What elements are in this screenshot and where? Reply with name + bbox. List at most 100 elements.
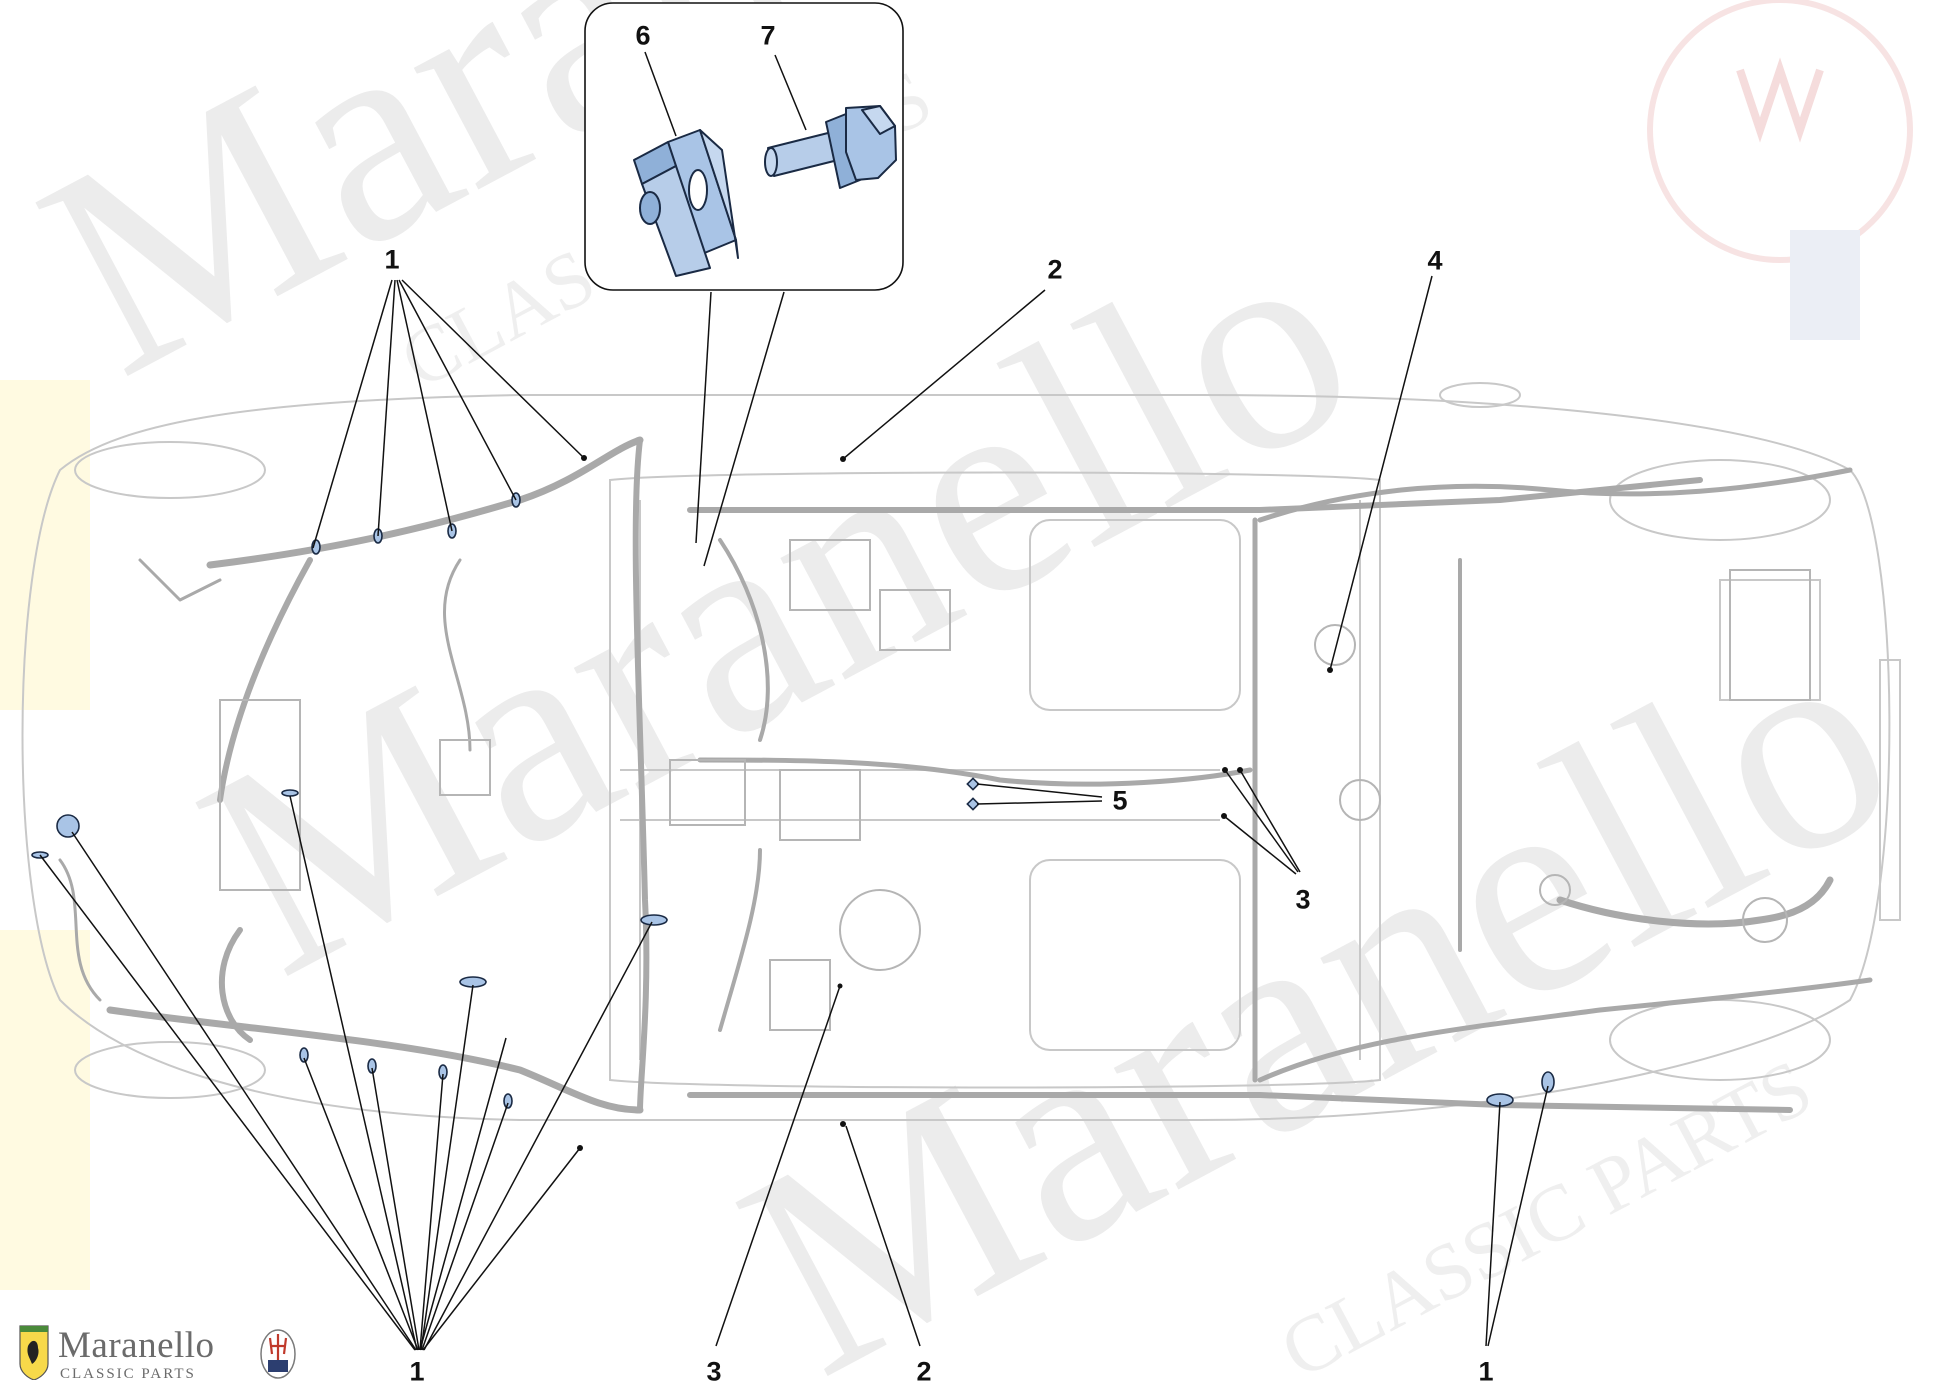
leader-1-bl-j	[423, 921, 653, 1351]
brand-logo: Maranello CLASSIC PARTS	[18, 1322, 308, 1382]
center-console-module	[779, 769, 861, 841]
grommet-marker-large	[56, 814, 80, 838]
grommet-marker-rear-2	[1541, 1071, 1555, 1093]
dot-3-b	[1237, 767, 1243, 773]
front-right-wheel-arch	[74, 1041, 266, 1099]
harness-sill-right	[687, 1092, 1793, 1113]
leader-1-bl-b	[71, 831, 417, 1351]
leader-inset-right	[703, 291, 785, 567]
inset-detail-box	[584, 2, 904, 291]
dash-module	[669, 759, 746, 826]
leader-3-right-c	[1223, 815, 1297, 875]
callout-5: 5	[1112, 785, 1128, 816]
leader-1-bl-e	[371, 1067, 420, 1351]
harness-components	[219, 539, 1811, 1031]
callout-1-bottom-right: 1	[1478, 1356, 1494, 1387]
left-mirror	[1439, 382, 1521, 408]
harness-front-bottom-loop	[218, 927, 253, 1043]
clip-side	[641, 165, 711, 277]
harness-cabin-right	[718, 848, 762, 1032]
rear-left-wheel-arch	[1609, 459, 1831, 541]
cabin-outline	[609, 471, 1381, 1089]
rear-grommet-3	[1742, 897, 1788, 943]
leader-1-top-b	[377, 279, 396, 537]
leader-5-a	[976, 783, 1103, 798]
logo-brand-text: Maranello	[58, 1325, 215, 1366]
clip-marker-lower-4	[503, 1093, 513, 1109]
callout-4: 4	[1427, 245, 1443, 276]
callout-7: 7	[760, 20, 776, 51]
leader-3-bottom	[715, 985, 841, 1347]
leader-1-bl-g	[420, 984, 474, 1351]
wiring-harness	[58, 436, 1873, 1114]
pedal-box	[769, 959, 831, 1031]
leader-1-top-e	[401, 279, 585, 459]
logo-sub-text: CLASSIC PARTS	[60, 1366, 196, 1382]
rear-grommet-2	[1339, 779, 1381, 821]
leader-2-top	[842, 289, 1046, 460]
part-6-clip-nut	[633, 129, 739, 277]
callout-3-bottom: 3	[706, 1356, 722, 1387]
watermark-yellow-shield-bottom	[0, 930, 90, 1290]
harness-cabin-left	[718, 538, 770, 742]
harness-front-crossover	[217, 557, 313, 803]
clip-hole	[688, 169, 708, 211]
harness-rear-lower	[1257, 977, 1873, 1083]
callout-1-bottom-left: 1	[409, 1356, 425, 1387]
watermark-emblems	[0, 0, 1913, 1290]
dot-4	[1327, 667, 1333, 673]
leader-dots	[577, 455, 1333, 1151]
front-seat-left	[1029, 519, 1241, 711]
leader-3-right-b	[1239, 769, 1301, 873]
harness-tunnel	[697, 757, 1253, 787]
callout-2-bottom: 2	[916, 1356, 932, 1387]
dot-3-c	[1221, 813, 1227, 819]
leader-1-top-a	[312, 279, 393, 549]
clip-plate-front	[699, 129, 739, 259]
harness-sill-left	[687, 477, 1703, 513]
relay-box-front	[439, 739, 491, 796]
clip-marker-lower-1	[299, 1047, 309, 1063]
leader-lines	[39, 51, 1549, 1351]
leader-1-bl-h	[421, 1102, 509, 1351]
leader-6	[644, 51, 677, 137]
component-front-panel	[219, 699, 301, 891]
leader-inset-left	[695, 291, 712, 544]
harness-front-small-3	[58, 858, 102, 1002]
diamond-marker-2	[966, 797, 980, 811]
dot-2-bottom	[840, 1121, 846, 1127]
harness-rear-upper	[1257, 467, 1853, 523]
clip-nut	[639, 191, 661, 225]
dot-2-top	[840, 456, 846, 462]
dot-1-bl-i	[577, 1145, 583, 1151]
steering-column	[839, 889, 921, 971]
diamond-marker-1	[966, 777, 980, 791]
leader-1-br-b	[1487, 1085, 1549, 1347]
callout-2-top: 2	[1047, 254, 1063, 285]
front-seat-right	[1029, 859, 1241, 1051]
watermark-yellow-shield-top	[0, 380, 90, 710]
watermark-shield	[1790, 230, 1860, 340]
harness-front-small-2	[443, 558, 472, 752]
rear-panel	[1879, 659, 1901, 921]
callout-3-right: 3	[1295, 884, 1311, 915]
watermark-trident-emblem	[1647, 0, 1913, 263]
leader-7	[774, 54, 807, 131]
part-7-bolt	[764, 105, 897, 189]
grommet-marker-pillar	[640, 914, 668, 926]
car-silhouette	[21, 394, 1891, 1121]
leader-1-top-c	[396, 279, 453, 532]
rear-grommet-1	[1314, 624, 1356, 666]
car-body-outline	[21, 382, 1901, 1121]
leader-5-b	[976, 800, 1103, 805]
bolt-head-face	[861, 105, 896, 135]
rear-right-wheel-arch	[1609, 999, 1831, 1081]
leader-1-bl-f	[419, 1073, 444, 1351]
harness-a-pillar-left	[632, 437, 650, 1113]
harness-front-lower	[106, 1006, 644, 1114]
leader-1-bl-d	[303, 1057, 419, 1351]
leader-1-bl-i	[422, 1147, 581, 1351]
front-left-wheel-arch	[74, 441, 266, 499]
